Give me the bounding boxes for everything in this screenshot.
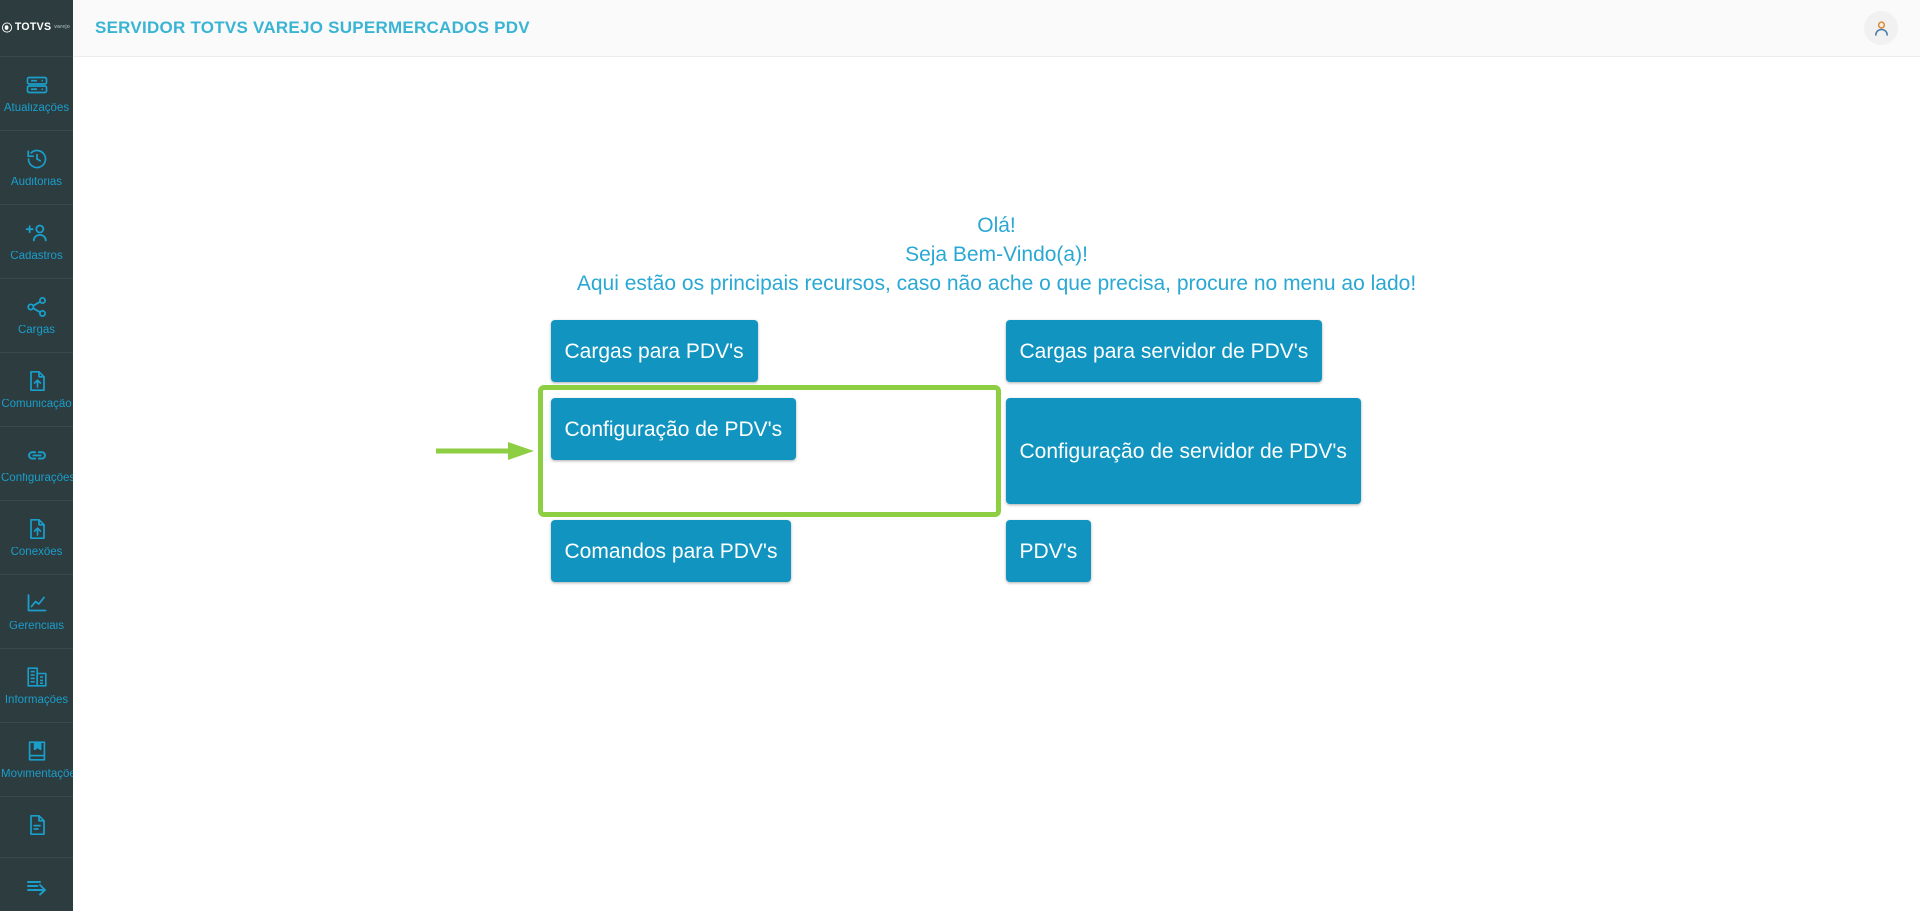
share-nodes-icon: [24, 294, 50, 320]
grid-cell: Cargas para servidor de PDV's: [1005, 320, 1443, 382]
history-clock-icon: [24, 146, 50, 172]
sidebar-item-cadastros[interactable]: Cadastros: [0, 205, 73, 279]
brand-logo-text: TOTVS: [15, 21, 52, 33]
sidebar-item-label: Cadastros: [10, 251, 63, 263]
sidebar-nav: Atualizações Auditorias: [0, 57, 73, 911]
top-bar: SERVIDOR TOTVS VAREJO SUPERMERCADOS PDV: [73, 0, 1920, 57]
tile-cargas-para-pdvs[interactable]: Cargas para PDV's: [550, 320, 758, 382]
sidebar-item-documentos[interactable]: [0, 797, 73, 858]
file-upload-icon: [24, 516, 50, 542]
grid-cell: Comandos para PDV's: [550, 520, 988, 582]
sidebar-item-comunicacao[interactable]: Comunicação: [0, 353, 73, 427]
page-title: SERVIDOR TOTVS VAREJO SUPERMERCADOS PDV: [95, 18, 530, 37]
sidebar-item-label: Auditorias: [10, 177, 63, 189]
sidebar-item-atualizacoes[interactable]: Atualizações: [0, 57, 73, 131]
totvs-circle-icon: [2, 22, 13, 34]
document-lines-icon: [24, 812, 50, 838]
link-chain-icon: [24, 442, 50, 468]
tile-configuracao-de-servidor-de-pdvs[interactable]: Configuração de servidor de PDV's: [1005, 398, 1361, 504]
shortcut-grid: Cargas para PDV's Cargas para servidor d…: [435, 320, 1443, 582]
sidebar-item-label: Configurações: [1, 473, 73, 485]
main-area: SERVIDOR TOTVS VAREJO SUPERMERCADOS PDV …: [73, 0, 1920, 911]
welcome-message: Olá! Seja Bem-Vindo(a)! Aqui estão os pr…: [577, 211, 1416, 298]
sidebar-item-label: Movimentações: [1, 769, 73, 781]
green-arrow-right-icon: [434, 438, 538, 464]
sidebar-item-cargas[interactable]: Cargas: [0, 279, 73, 353]
tile-configuracao-de-pdvs[interactable]: Configuração de PDV's: [550, 398, 797, 460]
sidebar-item-auditorias[interactable]: Auditorias: [0, 131, 73, 205]
sidebar-item-label: Cargas: [17, 325, 56, 337]
brand-logo[interactable]: TOTVS varejo: [0, 0, 73, 57]
sidebar-item-movimentacoes[interactable]: Movimentações: [0, 723, 73, 797]
add-user-icon: [24, 220, 50, 246]
file-upload-icon: [24, 368, 50, 394]
grid-cell: Configuração de servidor de PDV's: [1005, 398, 1443, 504]
chart-line-icon: [24, 590, 50, 616]
sidebar-item-label: Informações: [4, 695, 69, 707]
tile-comandos-para-pdvs[interactable]: Comandos para PDV's: [550, 520, 792, 582]
building-icon: [24, 664, 50, 690]
server-icon: [24, 72, 50, 98]
sidebar-item-label: Atualizações: [3, 103, 70, 115]
sidebar-item-label: Comunicação: [1, 399, 72, 411]
sidebar-item-logout[interactable]: [0, 858, 73, 911]
grid-cell-highlighted: Configuração de PDV's: [435, 385, 1001, 517]
welcome-line-3: Aqui estão os principais recursos, caso …: [576, 272, 1417, 295]
book-bookmark-icon: [24, 738, 50, 764]
sidebar-item-label: Conexões: [10, 547, 63, 559]
sidebar-item-gerenciais[interactable]: Gerenciais: [0, 575, 73, 649]
sidebar-item-label: Gerenciais: [9, 621, 64, 633]
user-avatar-icon[interactable]: [1864, 11, 1898, 45]
sidebar-item-conexoes[interactable]: Conexões: [0, 501, 73, 575]
tile-cargas-para-servidor-de-pdvs[interactable]: Cargas para servidor de PDV's: [1005, 320, 1323, 382]
logout-arrow-icon: [24, 873, 50, 899]
sidebar: TOTVS varejo Atualizações: [0, 0, 73, 911]
sidebar-item-configuracoes[interactable]: Configurações: [0, 427, 73, 501]
brand-logo-sub: varejo: [54, 24, 71, 30]
tile-pdvs[interactable]: PDV's: [1005, 520, 1092, 582]
sidebar-item-informacoes[interactable]: Informações: [0, 649, 73, 723]
welcome-line-2: Seja Bem-Vindo(a)!: [905, 243, 1088, 266]
grid-cell: PDV's: [1005, 520, 1443, 582]
grid-cell: Cargas para PDV's: [550, 320, 988, 382]
main-content: Olá! Seja Bem-Vindo(a)! Aqui estão os pr…: [73, 57, 1920, 911]
welcome-line-1: Olá!: [977, 214, 1016, 237]
